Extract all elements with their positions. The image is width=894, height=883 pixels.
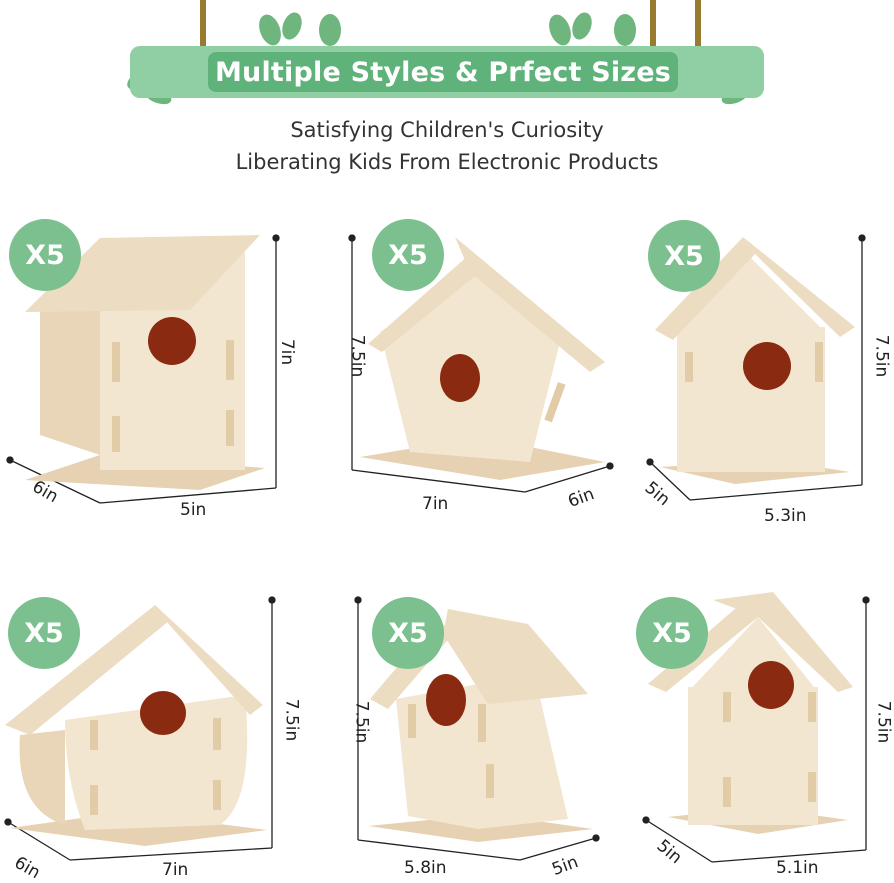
- dim-width-4: 7in: [162, 860, 189, 880]
- quantity-badge-2: X5: [372, 219, 444, 291]
- dim-width-6: 5.1in: [776, 858, 819, 878]
- dim-height-6: 7.5in: [873, 700, 894, 744]
- dim-width-2: 7in: [422, 494, 449, 514]
- dim-height-3: 7.5in: [871, 334, 892, 378]
- dim-width-1: 5in: [180, 500, 207, 520]
- quantity-badge-3: X5: [648, 220, 720, 292]
- dim-height-2: 7.5in: [347, 334, 368, 378]
- birdhouse-3-image: [655, 237, 855, 484]
- banner-title: Multiple Styles & Prfect Sizes: [208, 52, 678, 92]
- rope-right-a: [650, 0, 656, 48]
- birdhouse-6-image: [648, 592, 853, 834]
- dim-height-1: 7in: [277, 338, 298, 366]
- birdhouse-4-image: [5, 605, 267, 846]
- subtitle-line-2: Liberating Kids From Electronic Products: [235, 150, 659, 174]
- quantity-badge-5: X5: [372, 597, 444, 669]
- dim-height-5: 7.5in: [351, 700, 372, 744]
- birdhouse-2-image: [360, 237, 605, 480]
- birdhouse-1-image: [25, 235, 265, 490]
- quantity-badge-4: X5: [8, 597, 80, 669]
- dim-height-4: 7.5in: [281, 698, 302, 742]
- subtitle-line-1: Satisfying Children's Curiosity: [290, 118, 604, 142]
- header-banner-area: Multiple Styles & Prfect Sizes: [0, 0, 894, 120]
- rope-left: [200, 0, 206, 48]
- rope-right-b: [695, 0, 701, 48]
- dim-width-5: 5.8in: [404, 858, 447, 878]
- quantity-badge-1: X5: [9, 219, 81, 291]
- dim-width-3: 5.3in: [764, 506, 807, 526]
- quantity-badge-6: X5: [636, 597, 708, 669]
